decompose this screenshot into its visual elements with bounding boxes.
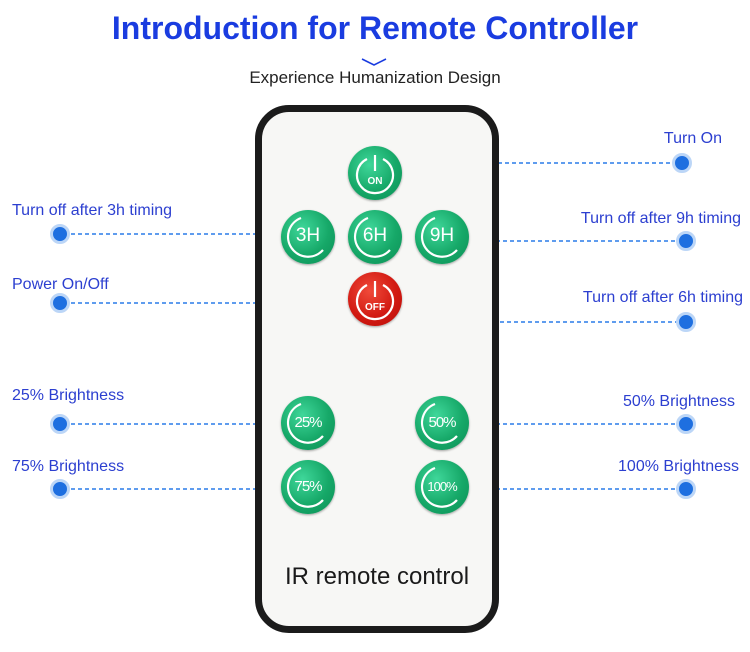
timer-3h-label: 3H (295, 225, 321, 246)
chevron-down-icon (361, 58, 387, 66)
brightness-50-label: 50% (428, 414, 456, 431)
ring-arc-icon (286, 402, 324, 444)
brightness-25-label: 25% (294, 414, 322, 431)
ring-arc-icon (286, 216, 324, 258)
brightness-25-button[interactable]: 25% (281, 396, 335, 450)
brightness-75-button[interactable]: 75% (281, 460, 335, 514)
ring-arc-icon (286, 466, 324, 508)
on-button[interactable]: ON (348, 146, 402, 200)
off-button-label: OFF (365, 302, 385, 313)
callout-dot (676, 312, 696, 332)
brightness-100-button[interactable]: 100% (415, 460, 469, 514)
ring-arc-icon (420, 402, 458, 444)
off-button[interactable]: OFF (348, 272, 402, 326)
callout-turn-on: Turn On (663, 130, 722, 147)
callout-dot (676, 479, 696, 499)
callout-dot (50, 414, 70, 434)
on-button-label: ON (367, 176, 383, 187)
callout-brightness-50: 50% Brightness (622, 393, 735, 410)
callout-dot (672, 153, 692, 173)
power-icon (355, 155, 395, 195)
callout-brightness-100: 100% Brightness (618, 458, 739, 475)
callout-dot (50, 224, 70, 244)
callout-dot (50, 479, 70, 499)
timer-9h-button[interactable]: 9H (415, 210, 469, 264)
callout-brightness-25: 25% Brightness (12, 387, 125, 404)
callout-dot (50, 293, 70, 313)
callout-power: Power On/Off (12, 276, 109, 293)
callout-turn-off-9h: Turn off after 9h timing (580, 210, 741, 227)
page-subtitle: Experience Humanization Design (249, 68, 501, 87)
timer-3h-button[interactable]: 3H (281, 210, 335, 264)
brightness-50-button[interactable]: 50% (415, 396, 469, 450)
timer-9h-label: 9H (429, 225, 455, 246)
ring-arc-icon (420, 216, 458, 258)
callout-brightness-75: 75% Brightness (12, 458, 125, 475)
timer-6h-button[interactable]: 6H (348, 210, 402, 264)
timer-6h-label: 6H (362, 225, 388, 246)
power-icon (355, 281, 395, 321)
callout-turn-off-6h: Turn off after 6h timing (582, 289, 743, 306)
brightness-100-label: 100% (427, 479, 457, 494)
remote-label: IR remote control (284, 563, 470, 590)
ring-arc-icon (353, 216, 391, 258)
callout-dot (676, 414, 696, 434)
page-title: Introduction for Remote Controller (111, 10, 639, 46)
ring-arc-icon (420, 466, 458, 508)
brightness-75-label: 75% (294, 478, 322, 495)
callout-dot (676, 231, 696, 251)
callout-turn-off-3h: Turn off after 3h timing (12, 202, 173, 219)
